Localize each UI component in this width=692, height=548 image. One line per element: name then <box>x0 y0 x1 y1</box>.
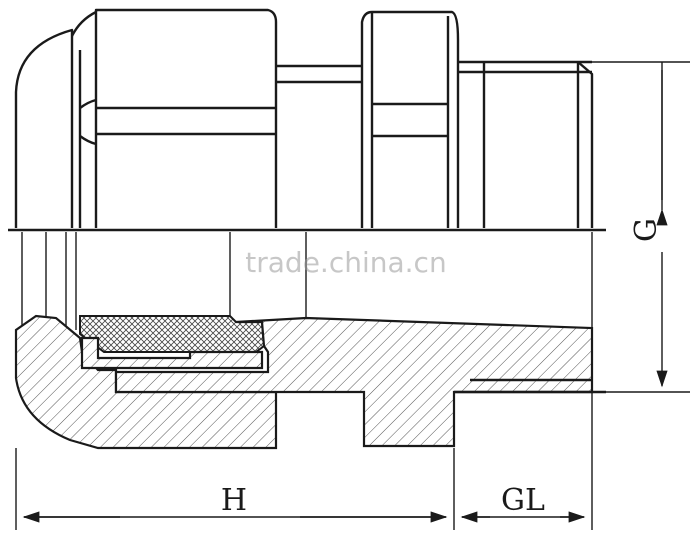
section-view <box>14 314 606 450</box>
dimension-h-label: H <box>221 483 247 518</box>
outside-view <box>14 8 594 228</box>
section-lines <box>21 232 593 392</box>
dimension-g: G <box>592 61 690 393</box>
watermark: trade.china.cn <box>245 246 446 279</box>
dimension-g-label: G <box>629 218 664 242</box>
dimension-gl-label: GL <box>501 483 545 518</box>
dimension-h: H <box>15 448 455 530</box>
dimension-gl: GL <box>460 392 593 530</box>
